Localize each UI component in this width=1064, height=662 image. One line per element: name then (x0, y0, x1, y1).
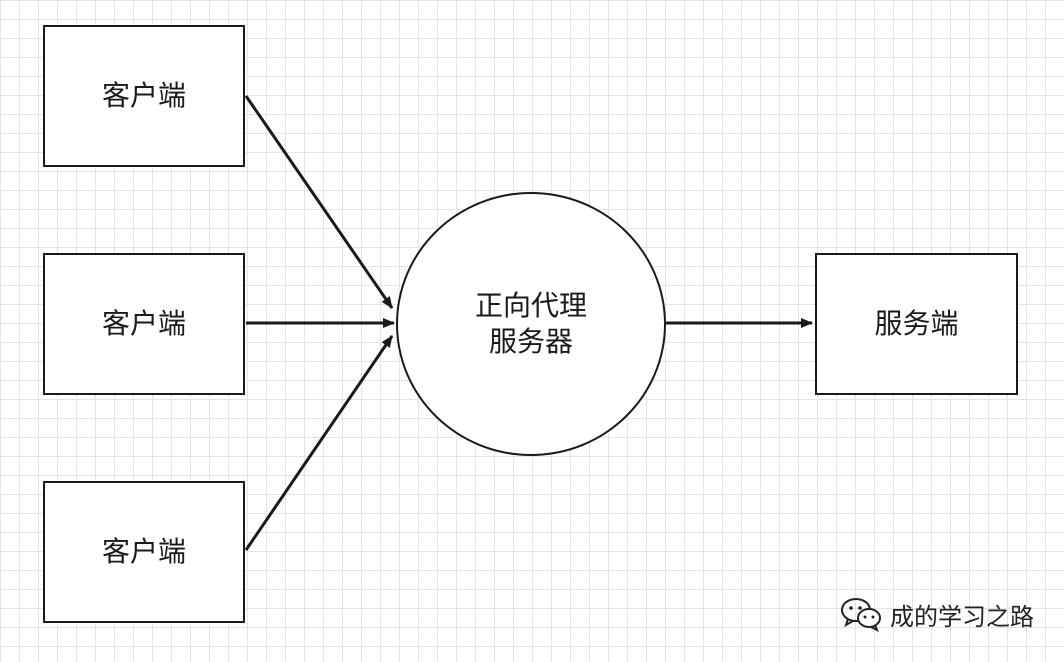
server-node: 服务端 (815, 253, 1018, 395)
arrow-client3-to-proxy (244, 335, 394, 551)
watermark: 成的学习之路 (840, 596, 1034, 633)
client-label-2: 客户端 (101, 306, 186, 340)
watermark-text: 成的学习之路 (890, 602, 1034, 631)
server-label: 服务端 (874, 306, 959, 340)
client-node-2: 客户端 (43, 253, 245, 395)
client-label-3: 客户端 (101, 534, 186, 568)
client-node-3: 客户端 (43, 481, 245, 623)
client-node-1: 客户端 (43, 25, 245, 167)
forward-proxy-node: 正向代理 服务器 (396, 192, 666, 456)
client-label-1: 客户端 (101, 78, 186, 112)
proxy-label-line1: 正向代理 (474, 288, 587, 322)
proxy-label-line2: 服务器 (488, 325, 573, 358)
arrow-client1-to-proxy (244, 95, 394, 309)
wechat-icon (840, 596, 882, 633)
